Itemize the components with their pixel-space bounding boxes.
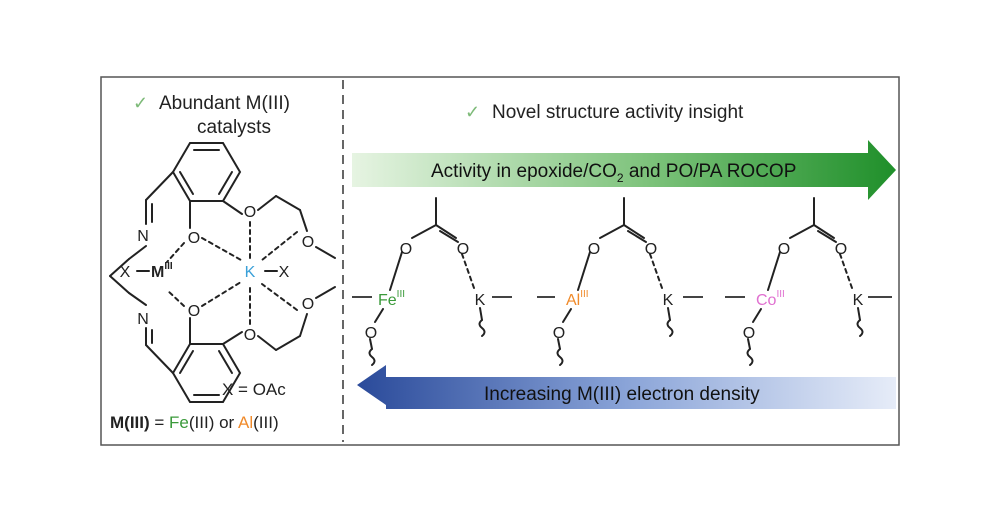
panel-frame <box>100 76 900 446</box>
electron-density-arrow <box>357 365 896 409</box>
atom-k: K <box>663 292 674 309</box>
right-heading: ✓ Novel structure activity insight <box>465 102 744 123</box>
unit-co: O O O K CoIII <box>743 197 864 366</box>
x-definition: X = OAc <box>222 380 286 399</box>
atom-o: O <box>835 241 847 258</box>
unit-fe: O O O K FeIII <box>365 197 486 366</box>
atom-o: O <box>400 241 412 258</box>
left-heading-line2: catalysts <box>197 117 271 138</box>
metal-co: CoIII <box>756 289 785 309</box>
atom-n-top: N <box>137 228 149 245</box>
atom-o-phenoxide-top: O <box>188 230 200 247</box>
right-heading-text: Novel structure activity insight <box>492 102 744 123</box>
atom-o: O <box>588 241 600 258</box>
atom-o: O <box>743 325 755 342</box>
atom-x-left: X <box>120 264 131 281</box>
atom-o: O <box>645 241 657 258</box>
metal-definition: M(III) = Fe(III) or Al(III) <box>110 413 279 432</box>
atom-k: K <box>853 292 864 309</box>
atom-o-ether-bottom-right: O <box>302 296 314 313</box>
metal-center: MIII <box>151 261 173 281</box>
left-heading-line1: Abundant M(III) <box>159 93 290 114</box>
atom-o-ether-top-right: O <box>302 234 314 251</box>
metal-al: AlIII <box>566 289 589 309</box>
atom-o-phenoxide-bottom: O <box>188 303 200 320</box>
atom-x-right: X <box>279 264 290 281</box>
atom-o: O <box>457 241 469 258</box>
activity-arrow-label: Activity in epoxide/CO2 and PO/PA ROCOP <box>431 161 796 185</box>
atom-o-ether-bottom-left: O <box>244 327 256 344</box>
atom-k: K <box>475 292 486 309</box>
unit-al: O O O K AlIII <box>553 197 674 366</box>
electron-density-arrow-label: Increasing M(III) electron density <box>484 384 760 405</box>
atom-o-ether-top-left: O <box>244 204 256 221</box>
salen-crown-structure <box>109 142 336 403</box>
atom-o: O <box>553 325 565 342</box>
activity-arrow <box>352 140 896 200</box>
atom-o: O <box>365 325 377 342</box>
left-heading: ✓ Abundant M(III) catalysts <box>133 93 290 138</box>
check-icon: ✓ <box>133 93 148 113</box>
atom-k: K <box>245 264 256 281</box>
salen-atom-labels: N N O O O O O O X MIII K X <box>120 204 315 344</box>
atom-n-bottom: N <box>137 311 149 328</box>
metal-fe: FeIII <box>378 289 405 309</box>
check-icon: ✓ <box>465 102 480 122</box>
atom-o: O <box>778 241 790 258</box>
